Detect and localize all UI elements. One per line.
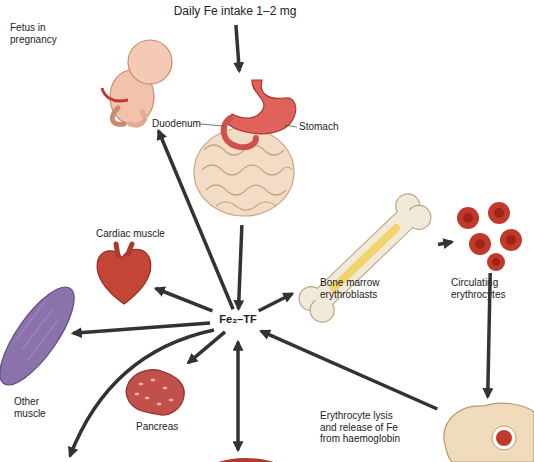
flow-arrow <box>70 330 214 456</box>
erythrocyte-centre <box>492 258 500 266</box>
heart-node: Cardiac muscle <box>95 246 153 306</box>
flow-arrow <box>159 131 234 309</box>
bone-marrow-node: Bone marrow erythroblasts <box>295 190 435 325</box>
macrophage-node: Erythrocyte lysis and release of Fe from… <box>440 400 534 462</box>
erythrocyte <box>457 207 479 229</box>
stomach <box>228 80 296 134</box>
heart-vessels <box>116 244 132 256</box>
phagosome <box>492 426 516 450</box>
node-label: Duodenum <box>152 118 212 130</box>
flow-arrow <box>188 332 225 363</box>
node-label: Bone marrow erythroblasts <box>320 277 410 300</box>
erythrocyte <box>500 229 522 251</box>
erythrocyte <box>488 202 510 224</box>
node-label: Stomach <box>299 121 349 133</box>
erythrocyte-node: Circulating erythrocytes <box>455 200 527 270</box>
node-label: Daily Fe intake 1–2 mg <box>165 5 305 19</box>
umbilical-cord <box>102 88 128 101</box>
node-label: Other muscle <box>14 396 64 419</box>
muscle <box>0 277 87 395</box>
fetus-leg <box>112 108 124 124</box>
flow-arrow <box>259 294 293 311</box>
fetus-node: Fetus in pregnancy <box>100 40 178 128</box>
pancreas-lobules <box>136 380 172 404</box>
flow-arrow <box>239 225 242 309</box>
flow-arrow <box>156 289 213 311</box>
node-label: Cardiac muscle <box>96 228 176 240</box>
flow-arrow <box>236 25 239 71</box>
intake-label: Daily Fe intake 1–2 mg <box>165 4 305 22</box>
erythrocyte <box>469 233 491 255</box>
erythrocyte <box>487 253 505 271</box>
gut-node: DuodenumStomach <box>188 74 302 222</box>
node-label: Erythrocyte lysis and release of Fe from… <box>320 410 412 445</box>
flow-arrow <box>261 331 437 409</box>
intestines <box>194 128 294 216</box>
engulfed-erythrocyte <box>496 430 512 446</box>
fetus-arm <box>130 112 145 125</box>
muscle-node: Other muscle <box>4 286 70 386</box>
heart <box>97 249 151 304</box>
bone-group <box>294 189 436 327</box>
liver-partial <box>204 458 288 462</box>
flow-arrow <box>236 342 240 450</box>
erythrocyte-centre <box>506 235 516 245</box>
bone-shaft-fill <box>311 206 419 311</box>
erythrocyte-centre <box>463 213 473 223</box>
flow-arrow <box>488 273 491 397</box>
pancreas <box>126 370 184 415</box>
muscle-fibres <box>16 300 58 360</box>
duodenum <box>224 118 256 147</box>
node-label: Pancreas <box>136 421 196 433</box>
pancreas-node: Pancreas <box>124 364 186 418</box>
transferrin-node: Fe₂–TF <box>213 312 263 330</box>
flow-arrow <box>73 323 210 333</box>
node-label: Fe₂–TF <box>210 313 266 326</box>
bone-shaft <box>310 205 419 311</box>
leader-line <box>200 124 224 126</box>
flow-arrow <box>438 242 452 245</box>
erythrocyte-cluster <box>457 202 522 271</box>
macrophage <box>444 403 534 462</box>
leader-line <box>284 125 297 127</box>
fetus-head <box>128 40 172 84</box>
node-label: Fetus in pregnancy <box>10 22 72 45</box>
erythrocyte-centre <box>494 208 504 218</box>
intestine-coils <box>202 145 292 210</box>
erythrocyte-centre <box>475 239 485 249</box>
